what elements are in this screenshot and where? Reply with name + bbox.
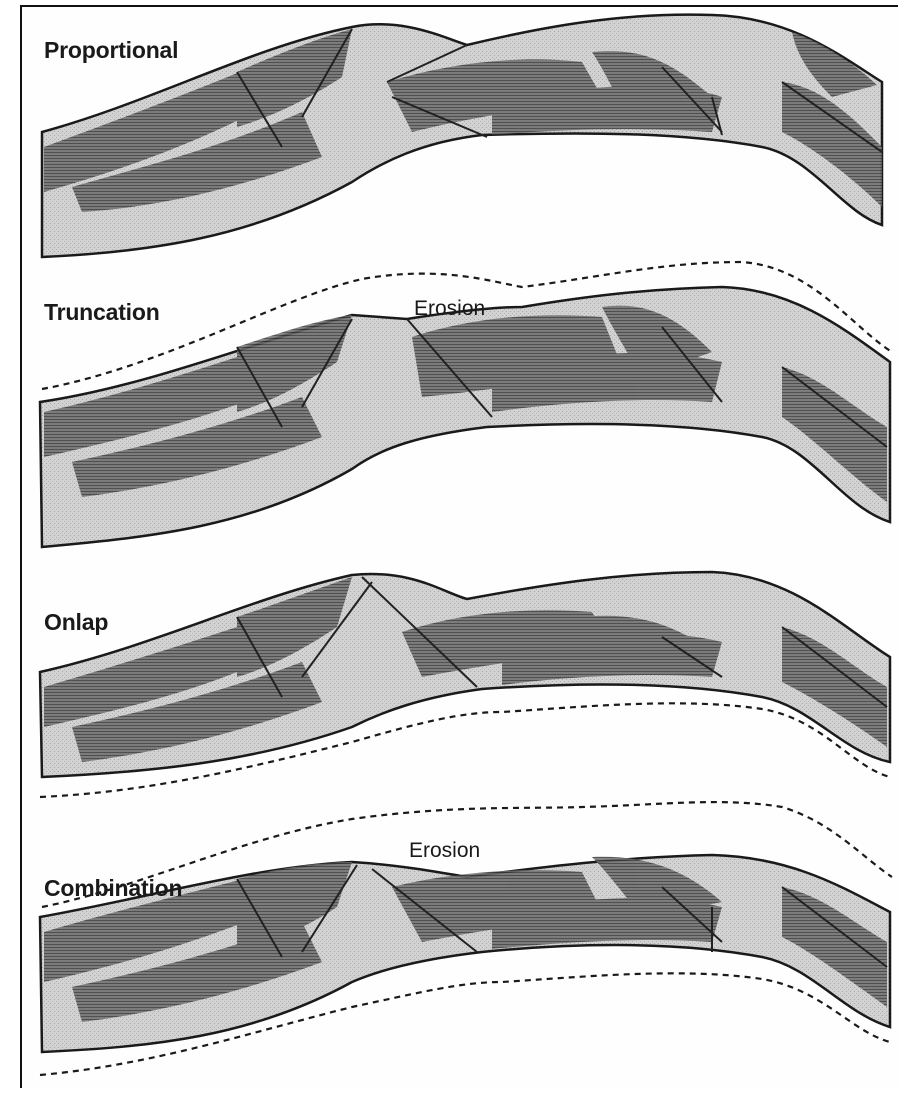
panel-title-proportional: Proportional [44,37,178,64]
panel-onlap [40,572,890,797]
stratigraphy-diagram [22,7,898,1088]
panel-title-combination: Combination [44,875,182,902]
panel-title-truncation: Truncation [44,299,160,326]
panel-title-onlap: Onlap [44,609,108,636]
figure-panel: Proportional Truncation Erosion Onlap Co… [20,5,898,1088]
erosion-label: Erosion [409,839,480,863]
erosion-label: Erosion [414,297,485,321]
